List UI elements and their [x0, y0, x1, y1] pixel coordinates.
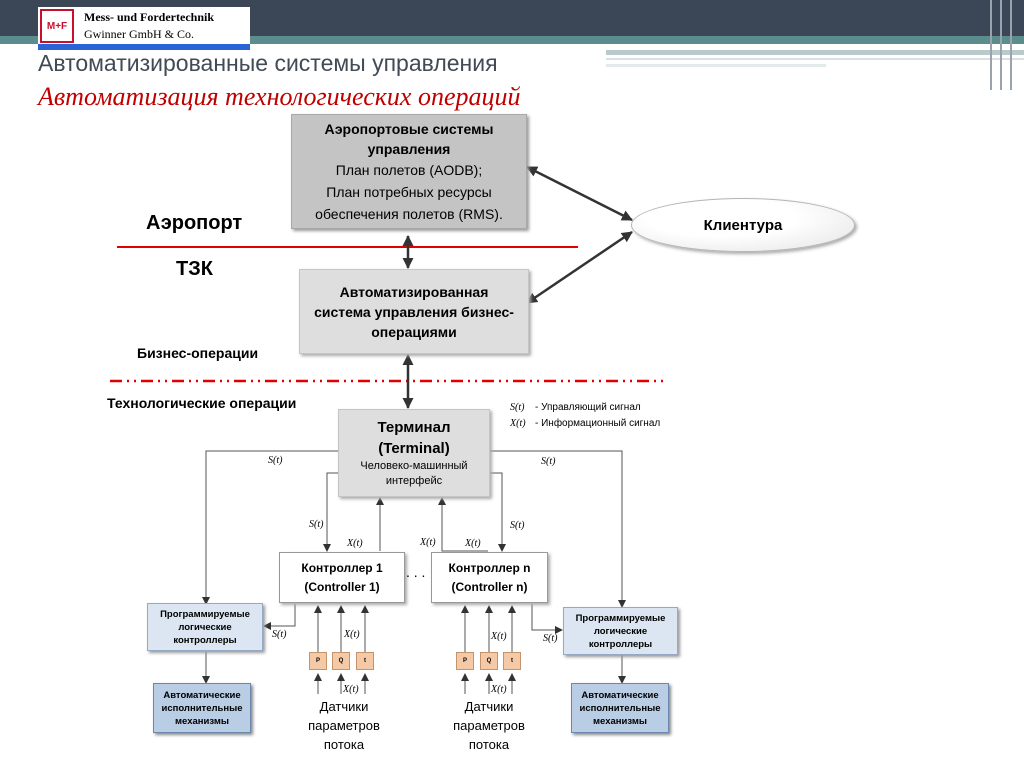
- decor-line: [1000, 0, 1002, 90]
- legend-x-text: - Информационный сигнал: [535, 418, 661, 429]
- logo-company-line1: Mess- und Fordertechnik: [84, 10, 214, 24]
- signal-label-x: X(t): [420, 537, 436, 548]
- sensor-cell-t: t: [356, 652, 374, 670]
- signal-label-s: S(t): [541, 456, 556, 467]
- signal-label-s: S(t): [272, 629, 287, 640]
- line-terminal-controller1-s: [323, 472, 338, 552]
- line-controllern-terminal-x: [438, 497, 488, 552]
- airport-systems-line: План полетов (AODB);: [335, 161, 483, 178]
- sensors-right-caption: Датчики параметров потока: [436, 696, 542, 754]
- terminal-box: Терминал (Terminal) Человеко-машинный ин…: [338, 409, 490, 497]
- airport-systems-line: обеспечения полетов (RMS).: [315, 205, 503, 222]
- zone-tech-ops-label: Технологические операции: [107, 395, 297, 411]
- page-title: Автоматизированные системы управления: [38, 50, 498, 76]
- logo-mark-icon: M+F: [40, 9, 74, 43]
- signal-label-x: X(t): [465, 538, 481, 549]
- airport-systems-line: План потребных ресурсы: [326, 183, 492, 200]
- signal-label-s: S(t): [268, 455, 283, 466]
- legend-s-symbol: S(t): [510, 402, 525, 413]
- sensors-left-caption: Датчики параметров потока: [290, 696, 398, 754]
- controller-1-label: Контроллер 1: [301, 560, 383, 575]
- controllers-ellipsis: . . .: [406, 564, 426, 580]
- sensor-cell-label: Q: [338, 658, 344, 664]
- plc-right-box: Программируемые логические контроллеры: [563, 607, 678, 655]
- sensors-right-label: Датчики параметров потока: [453, 698, 525, 752]
- sensor-cell-q: Q: [332, 652, 350, 670]
- clients-node: Клиентура: [631, 198, 855, 252]
- actuators-left-box: Автоматические исполнительные механизмы: [153, 683, 251, 733]
- line-controllern-plc-s: [531, 604, 563, 634]
- plc-right-label: Программируемые логические контроллеры: [575, 612, 666, 650]
- header-stripe-thin: [606, 58, 1024, 60]
- plc-left-box: Программируемые логические контроллеры: [147, 603, 263, 651]
- company-logo: M+F Mess- und Fordertechnik Gwinner GmbH…: [38, 7, 250, 50]
- arrow-airport-clients: [526, 165, 633, 222]
- signal-label-x: X(t): [491, 684, 507, 695]
- airport-systems-title: Аэропортовые системы управления: [324, 120, 494, 157]
- sensor-cell-p: P: [456, 652, 474, 670]
- zone-airport-label: Аэропорт: [146, 212, 243, 234]
- header-stripe-short: [606, 64, 826, 67]
- controller-n-label: Контроллер n: [448, 560, 531, 575]
- header-stripe: [0, 36, 1024, 44]
- sensor-cell-label: t: [364, 658, 366, 664]
- legend-x-symbol: X(t): [510, 418, 526, 429]
- line-terminal-plc-right: [490, 450, 626, 608]
- clients-label: Клиентура: [703, 216, 783, 234]
- actuators-left-label: Автоматические исполнительные механизмы: [161, 689, 243, 727]
- plc-left-label: Программируемые логические контроллеры: [160, 608, 250, 646]
- sensors-left-label: Датчики параметров потока: [308, 698, 380, 752]
- header-stripe-light: [606, 50, 1024, 55]
- signal-label-x: X(t): [343, 684, 359, 695]
- terminal-description: Человеко-машинный интерфейс: [360, 460, 468, 487]
- decor-line: [1010, 0, 1012, 90]
- signal-label-s: S(t): [510, 520, 525, 531]
- controller-n-sublabel: (Controller n): [451, 579, 528, 594]
- sensor-cell-t: t: [503, 652, 521, 670]
- business-system-label: Автоматизированная система управления би…: [314, 283, 514, 340]
- zone-business-ops-label: Бизнес-операции: [137, 345, 259, 361]
- actuators-right-label: Автоматические исполнительные механизмы: [579, 689, 661, 727]
- actuators-right-box: Автоматические исполнительные механизмы: [571, 683, 669, 733]
- controller-1-box: Контроллер 1 (Controller 1): [279, 552, 405, 603]
- logo-mark-text: M+F: [46, 21, 68, 32]
- signal-label-x: X(t): [347, 538, 363, 549]
- terminal-title: Терминал: [377, 419, 451, 436]
- logo-company-line2: Gwinner GmbH & Co.: [84, 27, 194, 41]
- airport-systems-box: Аэропортовые системы управления План пол…: [291, 114, 527, 229]
- sensor-cell-label: t: [511, 658, 513, 664]
- controller-1-sublabel: (Controller 1): [304, 579, 380, 594]
- sensor-cell-p: P: [309, 652, 327, 670]
- terminal-subtitle: (Terminal): [378, 440, 450, 457]
- sensor-cell-label: P: [462, 658, 467, 664]
- page-subtitle: Автоматизация технологических операций: [38, 82, 521, 111]
- line-terminal-plc-left: [202, 450, 338, 605]
- signal-label-s: S(t): [543, 633, 558, 644]
- line-terminal-controllern-s: [490, 472, 506, 552]
- arrow-business-clients: [526, 230, 633, 305]
- signal-label-x: X(t): [491, 631, 507, 642]
- decor-line: [990, 0, 992, 90]
- line-controller1-plc-s: [263, 604, 296, 630]
- signal-label-s: S(t): [309, 519, 324, 530]
- signal-label-x: X(t): [344, 629, 360, 640]
- zone-tzk-label: ТЗК: [176, 258, 213, 280]
- legend-s-text: - Управляющий сигнал: [535, 402, 641, 413]
- business-system-box: Автоматизированная система управления би…: [299, 269, 529, 354]
- sensor-cell-q: Q: [480, 652, 498, 670]
- sensor-cell-label: Q: [486, 658, 492, 664]
- controller-n-box: Контроллер n (Controller n): [431, 552, 548, 603]
- sensor-cell-label: P: [315, 658, 320, 664]
